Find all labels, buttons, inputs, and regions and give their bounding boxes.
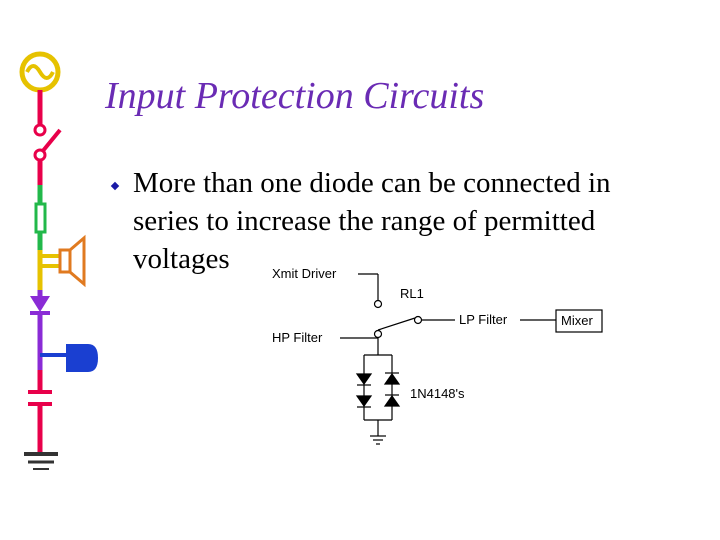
label-lp-filter: LP Filter bbox=[459, 312, 508, 327]
mixer-box bbox=[555, 309, 603, 333]
diode-symbol bbox=[383, 394, 401, 407]
speaker-icon bbox=[37, 234, 86, 290]
capacitor-icon bbox=[28, 370, 52, 452]
relay-contact bbox=[373, 329, 383, 339]
label-rl1: RL1 bbox=[400, 286, 424, 301]
bullet-text: More than one diode can be connected in … bbox=[133, 164, 693, 278]
diode-symbol bbox=[383, 372, 401, 385]
ground-symbol bbox=[370, 435, 386, 445]
label-mixer: Mixer bbox=[561, 313, 593, 328]
bullet-line: More than one diode can be connected in bbox=[133, 167, 611, 199]
resistor-icon bbox=[34, 202, 47, 234]
bullet-line: series to increase the range of permitte… bbox=[133, 205, 596, 237]
diode-symbol bbox=[355, 395, 373, 408]
label-xmit-driver: Xmit Driver bbox=[272, 266, 337, 281]
decorative-circuit-sidebar bbox=[19, 51, 98, 470]
ground-icon bbox=[24, 452, 58, 470]
relay-contact bbox=[413, 315, 423, 325]
switch-icon bbox=[33, 123, 62, 162]
label-diodes: 1N4148's bbox=[410, 386, 465, 401]
relay-arm bbox=[377, 317, 416, 331]
relay-contact bbox=[373, 299, 383, 309]
diode-icon bbox=[30, 290, 50, 370]
diode-symbol bbox=[355, 373, 373, 386]
bullet-line: voltages bbox=[133, 243, 230, 275]
slide-title: Input Protection Circuits bbox=[105, 75, 485, 117]
label-hp-filter: HP Filter bbox=[272, 330, 323, 345]
component-icon bbox=[40, 344, 98, 372]
